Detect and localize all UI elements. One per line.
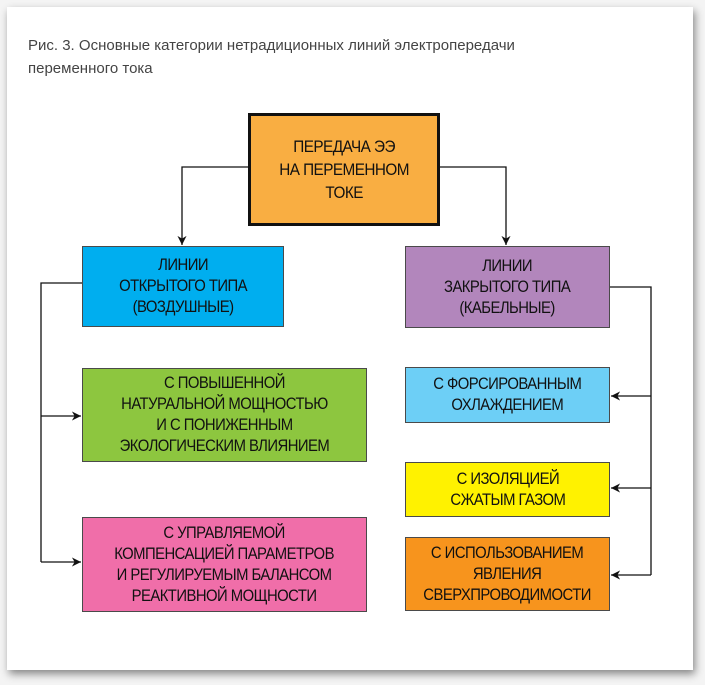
node-controlled-compensation: С УПРАВЛЯЕМОЙ КОМПЕНСАЦИЕЙ ПАРАМЕТРОВ И … <box>82 517 367 612</box>
connector-root-closed <box>440 166 511 245</box>
node-label: С ИСПОЛЬЗОВАНИЕМ ЯВЛЕНИЯ СВЕРХПРОВОДИМОС… <box>423 543 592 604</box>
node-label: С ФОРСИРОВАННЫМ ОХЛАЖДЕНИЕМ <box>433 375 582 414</box>
node-label: ПЕРЕДАЧА ЭЭ НА ПЕРЕМЕННОМ ТОКЕ <box>279 137 409 202</box>
node-closed-lines: ЛИНИИ ЗАКРЫТОГО ТИПА (КАБЕЛЬНЫЕ) <box>405 246 610 328</box>
node-label: С ПОВЫШЕННОЙ НАТУРАЛЬНОЙ МОЩНОСТЬЮ И С П… <box>119 374 330 455</box>
node-label: ЛИНИИ ЗАКРЫТОГО ТИПА (КАБЕЛЬНЫЕ) <box>444 256 571 317</box>
node-compressed-gas-insulation: С ИЗОЛЯЦИЕЙ СЖАТЫМ ГАЗОМ <box>405 462 610 517</box>
node-high-natural-power: С ПОВЫШЕННОЙ НАТУРАЛЬНОЙ МОЩНОСТЬЮ И С П… <box>82 368 367 462</box>
connector-root-open <box>177 166 248 245</box>
connector-open-trunk <box>40 282 82 562</box>
figure-caption: Рис. 3. Основные категории нетрадиционны… <box>28 37 515 77</box>
node-label: С ИЗОЛЯЦИЕЙ СЖАТЫМ ГАЗОМ <box>450 469 565 509</box>
node-open-lines: ЛИНИИ ОТКРЫТОГО ТИПА (ВОЗДУШНЫЕ) <box>82 246 284 327</box>
node-label: ЛИНИИ ОТКРЫТОГО ТИПА (ВОЗДУШНЫЕ) <box>119 256 247 316</box>
node-superconductivity: С ИСПОЛЬЗОВАНИЕМ ЯВЛЕНИЯ СВЕРХПРОВОДИМОС… <box>405 537 610 611</box>
node-ac-transmission: ПЕРЕДАЧА ЭЭ НА ПЕРЕМЕННОМ ТОКЕ <box>248 113 440 226</box>
node-forced-cooling: С ФОРСИРОВАННЫМ ОХЛАЖДЕНИЕМ <box>405 367 610 423</box>
connector-closed-trunk <box>610 286 652 575</box>
node-label: С УПРАВЛЯЕМОЙ КОМПЕНСАЦИЕЙ ПАРАМЕТРОВ И … <box>114 523 335 605</box>
